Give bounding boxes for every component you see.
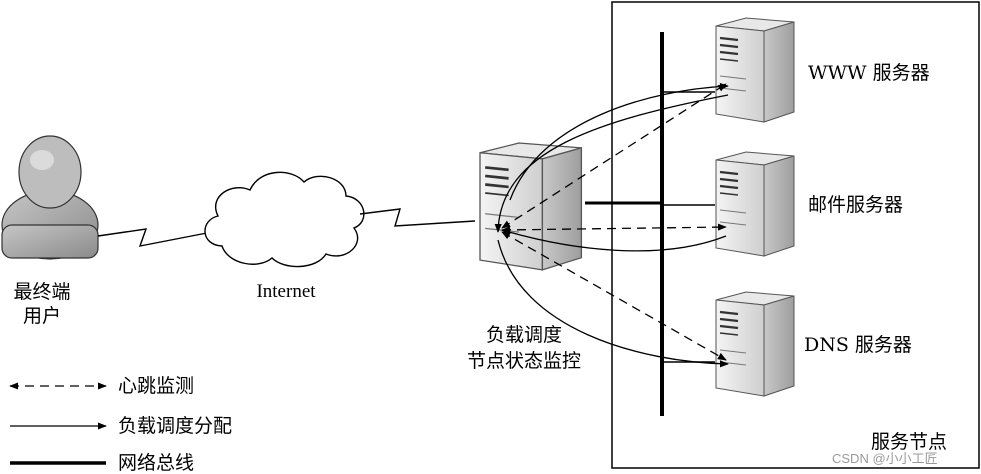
user-label-line2: 用户 bbox=[23, 305, 61, 327]
service-nodes-label: 服务节点 bbox=[871, 431, 947, 453]
mail-server-icon bbox=[714, 150, 796, 258]
legend-heartbeat-label: 心跳监测 bbox=[118, 375, 194, 397]
dispatch-mail-return bbox=[501, 228, 727, 252]
dispatch-dns bbox=[497, 239, 729, 368]
dns-server-icon bbox=[714, 290, 796, 398]
internet-scheduler-link bbox=[359, 208, 476, 227]
user-internet-link bbox=[97, 228, 213, 247]
watermark-text: CSDN @小小工匠 bbox=[832, 451, 938, 466]
dns-server-label: DNS 服务器 bbox=[804, 334, 912, 356]
legend-dispatch-label: 负载调度分配 bbox=[118, 415, 232, 437]
return-www bbox=[494, 94, 729, 233]
dispatch-www bbox=[509, 82, 729, 201]
heartbeat-mail bbox=[501, 223, 727, 234]
mail-server-label: 邮件服务器 bbox=[808, 194, 903, 216]
www-server-label: WWW 服务器 bbox=[808, 62, 930, 84]
user-icon bbox=[1, 135, 99, 260]
legend-bus-label: 网络总线 bbox=[118, 452, 194, 474]
scheduler-label-line2: 节点状态监控 bbox=[467, 350, 581, 372]
www-server-icon bbox=[714, 16, 796, 124]
user-label-line1: 最终端 bbox=[13, 281, 70, 303]
cloud-icon bbox=[204, 171, 365, 268]
legend: 心跳监测 负载调度分配 网络总线 bbox=[9, 375, 232, 474]
internet-label: Internet bbox=[256, 281, 316, 302]
heartbeat-dns bbox=[501, 231, 727, 361]
scheduler-label-line1: 负载调度 bbox=[486, 324, 562, 346]
scheduler-server-icon bbox=[478, 141, 583, 272]
